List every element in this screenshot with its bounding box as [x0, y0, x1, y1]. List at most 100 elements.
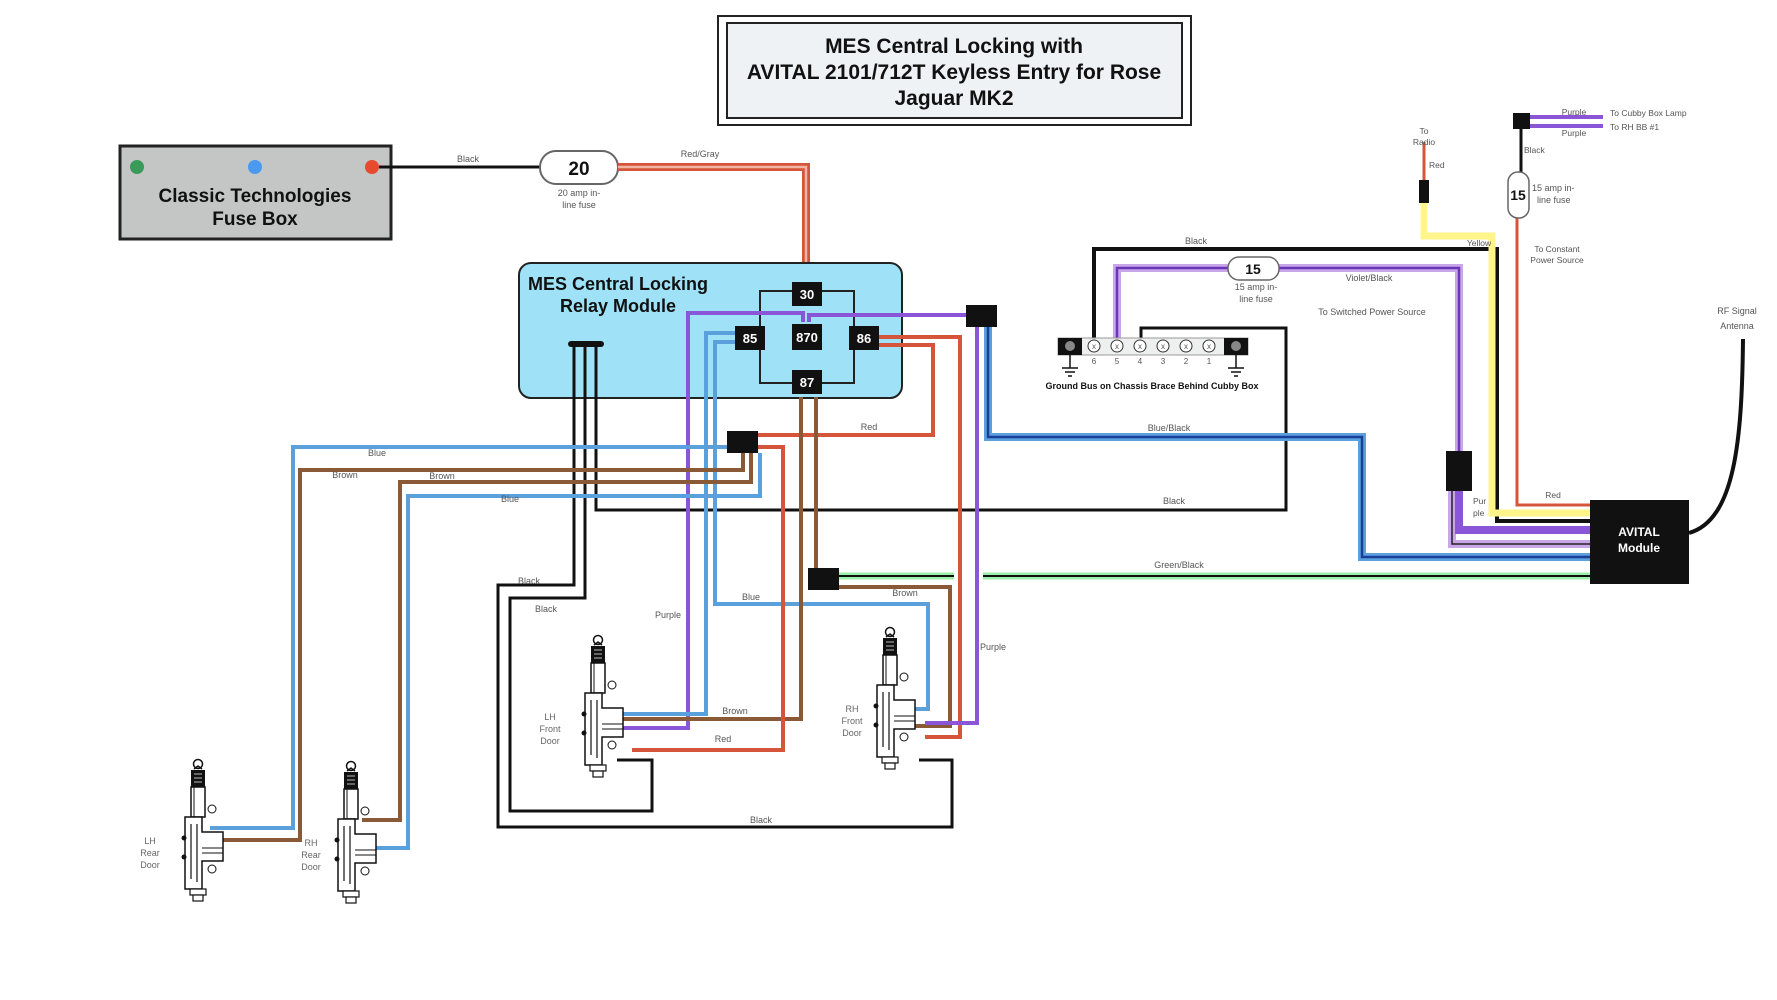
terminal-870: 870: [792, 324, 822, 350]
wire-purple-avital: [1448, 490, 1590, 548]
antenna-wire: [1688, 338, 1745, 535]
label-red-gray: Red/Gray: [681, 149, 720, 159]
fuse-20-caption-2: line fuse: [562, 200, 596, 210]
wire-purple-lh-front: [610, 311, 805, 730]
title-line-3: Jaguar MK2: [894, 87, 1013, 110]
svg-text:Brown: Brown: [429, 471, 455, 481]
svg-text:Black: Black: [535, 604, 558, 614]
svg-text:Red: Red: [1545, 490, 1561, 500]
fuse-15-constant-caption-1: 15 amp in-: [1532, 183, 1575, 193]
ground-bus-terminal: [1179, 339, 1193, 353]
ground-bus-terminal: [1156, 339, 1170, 353]
svg-text:To RH BB #1: To RH BB #1: [1610, 122, 1659, 132]
terminal-86: 86: [849, 326, 879, 350]
wire-black-ground-avital: [1092, 247, 1590, 523]
wire-labels: Black Violet/Black To Switched Power Sou…: [332, 107, 1687, 825]
title-line-2: AVITAL 2101/712T Keyless Entry for Rose: [747, 61, 1161, 84]
wire-red-gray: [618, 163, 810, 282]
fuse-box-green-indicator: [130, 160, 144, 174]
wire-purple-rh: [925, 327, 979, 725]
connector-radio: [1419, 180, 1429, 203]
ground-bus-terminal-mark: x: [1138, 342, 1142, 351]
actuator-lh-front-label: Door: [540, 736, 560, 746]
svg-text:To Constant: To Constant: [1534, 244, 1580, 254]
svg-text:To Switched Power Source: To Switched Power Source: [1318, 307, 1426, 317]
terminal-30: 30: [792, 282, 822, 306]
relay-title-1: MES Central Locking: [528, 274, 708, 294]
svg-text:Violet/Black: Violet/Black: [1346, 273, 1393, 283]
ground-bus-terminal-number: 2: [1184, 357, 1189, 366]
svg-text:Black: Black: [750, 815, 773, 825]
rear-door-harness: [210, 445, 785, 850]
wire-blue-black: [984, 327, 1590, 561]
svg-text:Red: Red: [715, 734, 732, 744]
fuse-15-switched-caption-1: 15 amp in-: [1235, 282, 1278, 292]
relay-title-2: Relay Module: [560, 296, 676, 316]
svg-text:Black: Black: [1185, 236, 1208, 246]
fuse-15-switched-caption-2: line fuse: [1239, 294, 1273, 304]
actuator-lh-rear-label: Rear: [140, 848, 160, 858]
avital-label-1: AVITAL: [1618, 525, 1660, 539]
svg-text:15: 15: [1510, 187, 1526, 203]
actuator-lh-rear-label: LH: [144, 836, 156, 846]
svg-text:87: 87: [800, 375, 814, 390]
svg-text:Black: Black: [518, 576, 541, 586]
svg-text:85: 85: [743, 331, 757, 346]
actuator-rh-rear-label: RH: [305, 838, 318, 848]
actuator-lh-front-label: LH: [544, 712, 556, 722]
relay-module: MES Central Locking Relay Module: [518, 262, 903, 399]
svg-text:Blue: Blue: [368, 448, 386, 458]
svg-text:15: 15: [1245, 261, 1261, 277]
svg-text:Radio: Radio: [1413, 137, 1435, 147]
svg-text:Black: Black: [1524, 145, 1546, 155]
svg-text:Red: Red: [1429, 160, 1445, 170]
fuse-20-amp: 20 20 amp in- line fuse: [539, 150, 619, 210]
fuse-box: Classic Technologies Fuse Box: [118, 144, 393, 241]
ground-bus-terminal-number: 1: [1207, 357, 1212, 366]
terminal-87: 87: [792, 370, 822, 394]
fuse-15-constant: 15 15 amp in- line fuse: [1507, 171, 1575, 219]
ground-bus-terminal-number: 5: [1115, 357, 1120, 366]
ground-bus-terminal-mark: x: [1092, 342, 1096, 351]
svg-text:870: 870: [796, 330, 818, 345]
svg-text:Purple: Purple: [980, 642, 1006, 652]
ground-bus-terminal: [1202, 339, 1216, 353]
ground-icon-left: [1062, 355, 1078, 377]
svg-text:Purple: Purple: [1562, 128, 1587, 138]
ground-bus-caption: Ground Bus on Chassis Brace Behind Cubby…: [1045, 381, 1258, 391]
svg-text:To Cubby Box Lamp: To Cubby Box Lamp: [1610, 108, 1687, 118]
avital-module: AVITAL Module: [1590, 500, 1689, 584]
svg-text:Pur: Pur: [1473, 496, 1486, 506]
svg-text:Blue/Black: Blue/Black: [1148, 423, 1191, 433]
ground-bus-terminal: [1133, 339, 1147, 353]
fuse-box-label-1: Classic Technologies: [159, 186, 352, 207]
connector-cubby: [1513, 113, 1530, 129]
svg-text:Power Source: Power Source: [1530, 255, 1584, 265]
svg-text:Yellow: Yellow: [1467, 238, 1492, 248]
terminal-85: 85: [735, 326, 765, 350]
fuse-box-red-indicator: [365, 160, 379, 174]
wire-purple-870-right: [807, 313, 969, 322]
fuse-box-label-2: Fuse Box: [212, 209, 298, 230]
wire-red-86-connector: [758, 343, 935, 437]
actuator-rh-front-label: RH: [846, 704, 859, 714]
actuator-rh-front-label: Front: [841, 716, 863, 726]
actuator-lh-front-label: Front: [539, 724, 561, 734]
svg-text:Brown: Brown: [332, 470, 358, 480]
ground-bus-terminal: [1110, 339, 1124, 353]
ground-bus-terminal-number: 4: [1138, 357, 1143, 366]
ground-bus-terminal-mark: x: [1161, 342, 1165, 351]
title-line-1: MES Central Locking with: [825, 35, 1083, 58]
svg-text:Green/Black: Green/Black: [1154, 560, 1204, 570]
connector-left: [727, 431, 758, 453]
svg-text:86: 86: [857, 331, 871, 346]
wire-blue-85-lh: [610, 331, 748, 716]
antenna-label-2: Antenna: [1720, 321, 1754, 331]
title-block: MES Central Locking with AVITAL 2101/712…: [717, 15, 1192, 126]
svg-text:Brown: Brown: [892, 588, 918, 598]
svg-text:Blue: Blue: [742, 592, 760, 602]
antenna-label-1: RF Signal: [1717, 306, 1757, 316]
